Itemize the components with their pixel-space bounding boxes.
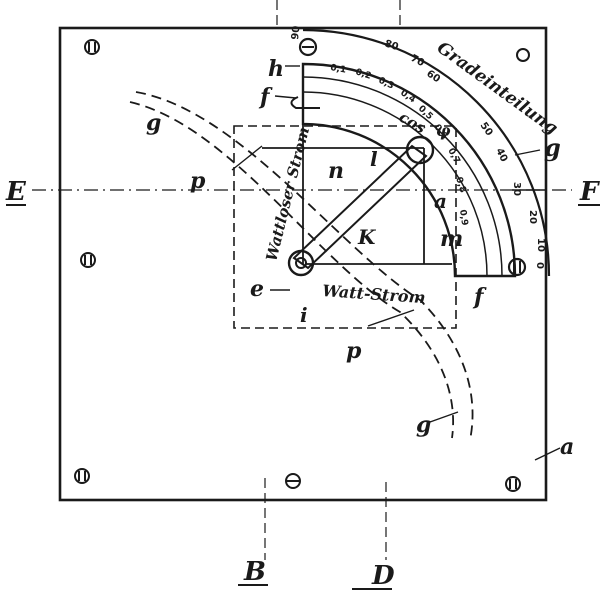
- outer-tick-label: 30: [511, 182, 522, 196]
- outer-tick-label: 80: [383, 38, 400, 53]
- inner-tick-label: 0,1: [329, 63, 346, 76]
- inner-tick-label: 0,8: [453, 176, 467, 194]
- outer-tick-label: 40: [493, 146, 509, 163]
- pivot-e: [287, 249, 315, 277]
- dashed-arc-q: [135, 91, 474, 441]
- pointer-arm-k: [292, 144, 428, 270]
- label-f-lower: f: [472, 284, 487, 310]
- outer-tick-label: 0: [534, 262, 545, 269]
- label-l: l: [370, 147, 378, 171]
- scale-arc-inner-1: [302, 76, 503, 277]
- label-f-right: F: [579, 177, 600, 207]
- screw-bottom-left: [74, 468, 90, 484]
- inner-tick-label: 0,2: [354, 67, 372, 81]
- outer-tick-label: 90: [290, 25, 302, 40]
- label-e-pivot: e: [250, 276, 264, 302]
- inner-tick-label: 0,3: [377, 76, 396, 92]
- label-f-upper: f: [258, 84, 273, 110]
- label-d: D: [371, 561, 395, 591]
- dashed-arc-q-inner: [129, 101, 454, 439]
- label-p-left: p: [190, 168, 206, 194]
- inner-tick-label: 0,9: [457, 209, 469, 226]
- screw-left-middle: [80, 252, 96, 268]
- pivot-e-inner: [295, 257, 307, 269]
- quadrant-scale: [301, 62, 517, 278]
- label-b: B: [243, 557, 266, 587]
- label-g-right: g: [544, 133, 561, 162]
- outer-tick-label: 50: [478, 120, 495, 138]
- screw-bottom-right: [505, 476, 521, 492]
- word-phi: φ: [436, 121, 451, 140]
- screw-scale-top: [298, 37, 318, 57]
- label-a-plate: a: [560, 434, 574, 460]
- screw-top-left: [84, 39, 100, 55]
- screw-bottom-center: [285, 473, 301, 489]
- word-watt-strom: Watt-Strom: [322, 281, 426, 307]
- screw-scale-right: [507, 257, 527, 277]
- dashed-housing: [233, 125, 457, 329]
- label-q-left: g: [146, 110, 161, 136]
- base-plate: [58, 26, 548, 502]
- outer-scale: 90 80 70 60 50 40 30 20 10 0: [290, 25, 546, 269]
- label-i: i: [300, 303, 308, 327]
- label-h: h: [268, 56, 284, 82]
- label-n: n: [328, 158, 344, 184]
- label-m: m: [440, 226, 463, 252]
- label-q-lower: g: [416, 412, 431, 438]
- screw-right-upper: [516, 48, 530, 62]
- label-a-bar: a: [434, 189, 447, 213]
- scale-arc-outer: [302, 28, 551, 277]
- label-k: K: [357, 225, 377, 249]
- knob-l: [405, 135, 435, 165]
- label-p-lower: p: [346, 338, 362, 364]
- outer-tick-label: 20: [527, 210, 538, 224]
- outer-tick-label: 10: [535, 238, 546, 252]
- word-wattloser-strom: Wattloser Strom: [262, 125, 313, 263]
- label-e-left: E: [5, 177, 27, 207]
